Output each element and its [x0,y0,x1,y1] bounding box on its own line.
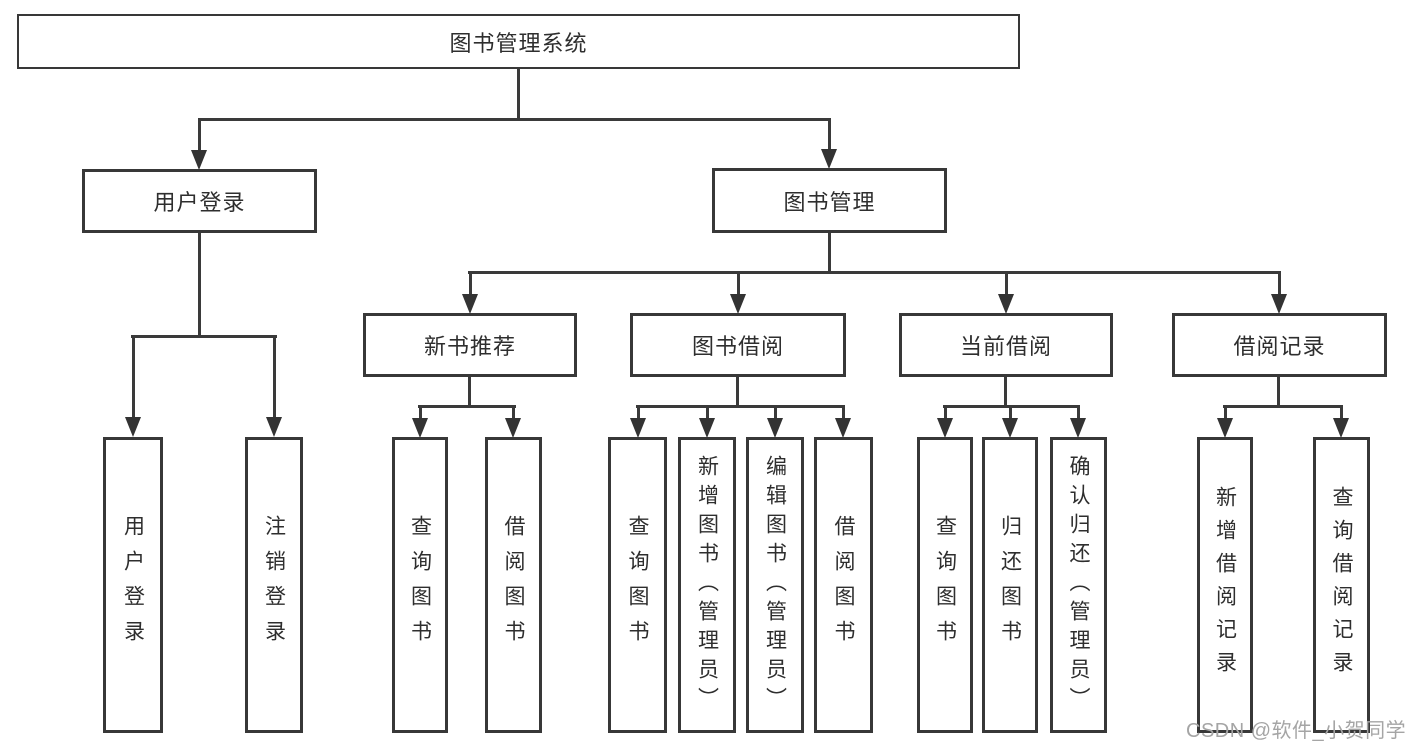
node-book-management: 图书管理 [712,168,947,233]
arrowhead-down-icon [505,418,521,438]
arrowhead-down-icon [1333,418,1349,438]
leaf-nb-borrow-book: 借阅图书 [485,437,542,733]
connector-vline [198,233,201,337]
connector-hline [198,118,831,121]
arrow-shaft [1277,271,1281,300]
connector-hline [943,405,1080,408]
arrowhead-down-icon [821,149,837,169]
arrow-shaft [736,271,740,300]
arrow-shaft [943,405,947,424]
csdn-watermark: CSDN @软件_小贺同学 [1186,720,1405,742]
leaf-user-login: 用户登录 [103,437,163,733]
arrow-shaft [197,118,201,156]
arrowhead-down-icon [191,150,207,170]
arrowhead-down-icon [266,417,282,437]
arrowhead-down-icon [1217,418,1233,438]
arrowhead-down-icon [1271,294,1287,314]
arrowhead-down-icon [412,418,428,438]
arrow-shaft [773,405,777,424]
leaf-logout: 注销登录 [245,437,303,733]
leaf-cb-query-book: 查询图书 [917,437,973,733]
arrowhead-down-icon [630,418,646,438]
node-library-management-system: 图书管理系统 [17,14,1020,69]
node-new-book-recommend: 新书推荐 [363,313,577,377]
leaf-bb-borrow-book: 借阅图书 [814,437,873,733]
arrow-shaft [272,335,276,423]
arrowhead-down-icon [835,418,851,438]
arrowhead-down-icon [125,417,141,437]
leaf-cb-return-book: 归还图书 [982,437,1038,733]
arrowhead-down-icon [937,418,953,438]
leaf-bb-add-book-admin: 新增图书（管理员） [678,437,736,733]
arrow-shaft [1004,271,1008,300]
node-user-login: 用户登录 [82,169,317,233]
connector-vline [517,69,520,120]
node-borrow-record: 借阅记录 [1172,313,1387,377]
arrow-shaft [1076,405,1080,424]
connector-vline [828,233,831,273]
connector-hline [636,405,845,408]
arrow-shaft [827,118,831,155]
arrowhead-down-icon [462,294,478,314]
arrow-shaft [841,405,845,424]
arrow-shaft [636,405,640,424]
leaf-cb-confirm-return-admin: 确认归还（管理员） [1050,437,1107,733]
arrow-shaft [705,405,709,424]
leaf-bb-edit-book-admin: 编辑图书（管理员） [746,437,804,733]
arrowhead-down-icon [1070,418,1086,438]
arrow-shaft [131,335,135,423]
connector-hline [468,271,1281,274]
arrowhead-down-icon [699,418,715,438]
arrow-shaft [418,405,422,424]
connector-vline [1277,377,1280,408]
node-current-borrow: 当前借阅 [899,313,1113,377]
connector-vline [468,377,471,408]
arrowhead-down-icon [767,418,783,438]
arrow-shaft [1223,405,1227,424]
leaf-nb-query-book: 查询图书 [392,437,448,733]
arrowhead-down-icon [730,294,746,314]
arrow-shaft [1008,405,1012,424]
arrowhead-down-icon [998,294,1014,314]
connector-vline [1004,377,1007,408]
arrowhead-down-icon [1002,418,1018,438]
connector-hline [418,405,516,408]
connector-hline [1223,405,1343,408]
arrow-shaft [511,405,515,424]
leaf-bb-query-book: 查询图书 [608,437,667,733]
arrow-shaft [1339,405,1343,424]
connector-vline [736,377,739,408]
leaf-br-add-record: 新增借阅记录 [1197,437,1253,733]
arrow-shaft [468,271,472,300]
connector-hline [131,335,277,338]
node-book-borrow: 图书借阅 [630,313,846,377]
leaf-br-query-record: 查询借阅记录 [1313,437,1370,733]
